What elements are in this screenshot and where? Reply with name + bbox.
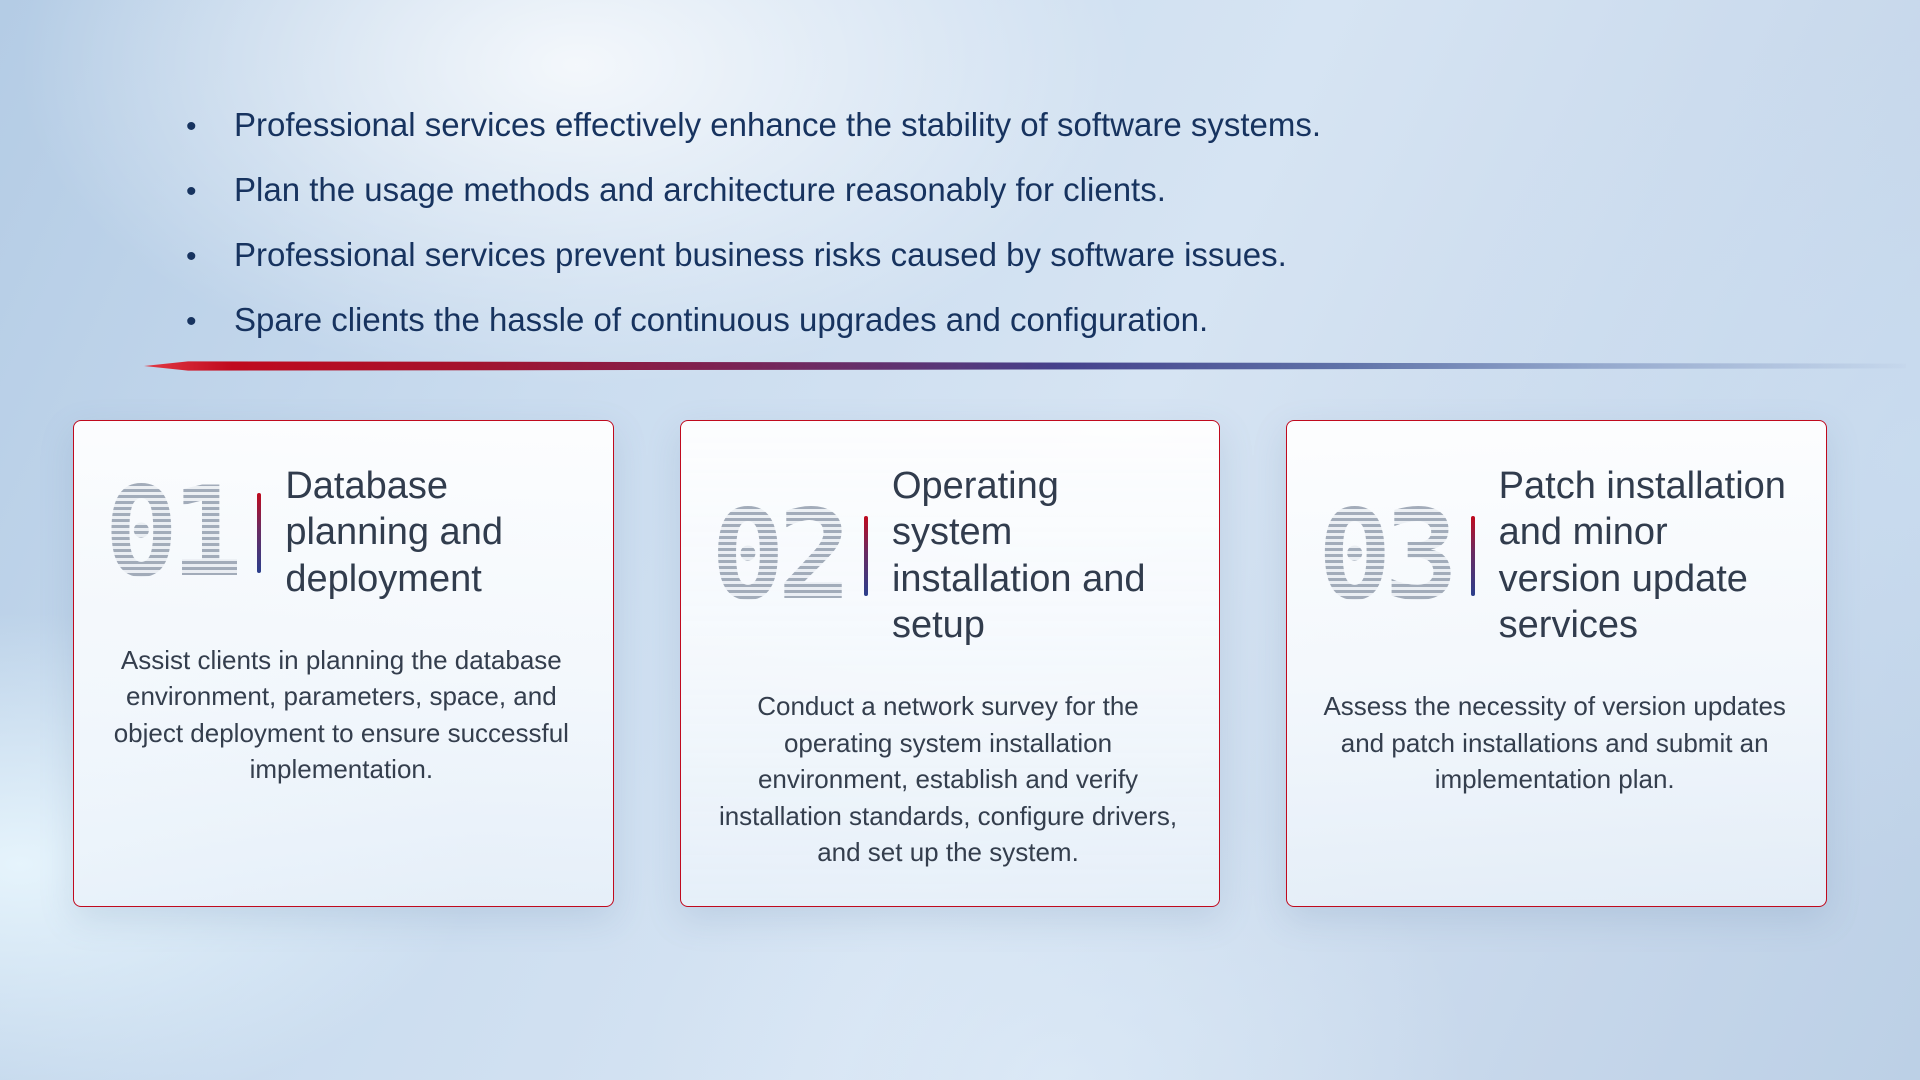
title-accent-bar [863,515,868,596]
bullet-text: Professional services effectively enhanc… [234,106,1322,143]
bullet-text: Plan the usage methods and architecture … [234,171,1166,208]
bullet-text: Professional services prevent business r… [234,236,1287,273]
bullet-dot: • [186,240,197,273]
card-title: Database planning and deployment [285,465,503,600]
card-database-planning: 01 Database planning and deployment Assi… [73,420,614,907]
card-os-installation: 02 Operating system installation and set… [679,420,1221,907]
bullet-text: Spare clients the hassle of continuous u… [234,301,1209,338]
card-number: 01 [104,460,245,605]
bullet-dot: • [186,175,197,208]
title-accent-bar [1470,515,1475,596]
card-description: Assess the necessity of version updates … [1323,691,1786,795]
card-title: Operating system installation and setup [891,465,1146,647]
bullet-item: • Plan the usage methods and architectur… [186,169,1321,212]
card-description: Assist clients in planning the database … [113,645,569,785]
card-title: Patch installation and minor version upd… [1498,465,1786,647]
card-number: 03 [1317,483,1458,628]
bullet-list: • Professional services effectively enha… [186,104,1321,364]
card-number: 02 [710,483,852,628]
bullet-dot: • [186,110,197,143]
card-patch-installation: 03 Patch installation and minor version … [1286,420,1828,907]
card-header: 01 Database planning and deployment [104,463,579,602]
title-accent-bar [257,492,262,573]
bullet-item: • Professional services prevent business… [186,234,1321,277]
bullet-item: • Professional services effectively enha… [186,104,1321,147]
card-header: 03 Patch installation and minor version … [1317,463,1792,648]
bullet-item: • Spare clients the hassle of continuous… [186,299,1321,342]
bullet-dot: • [186,305,197,338]
card-header: 02 Operating system installation and set… [711,463,1186,648]
card-description: Conduct a network survey for the operati… [718,691,1178,867]
gradient-divider [144,361,1906,371]
cards-row: 01 Database planning and deployment Assi… [73,420,1828,907]
